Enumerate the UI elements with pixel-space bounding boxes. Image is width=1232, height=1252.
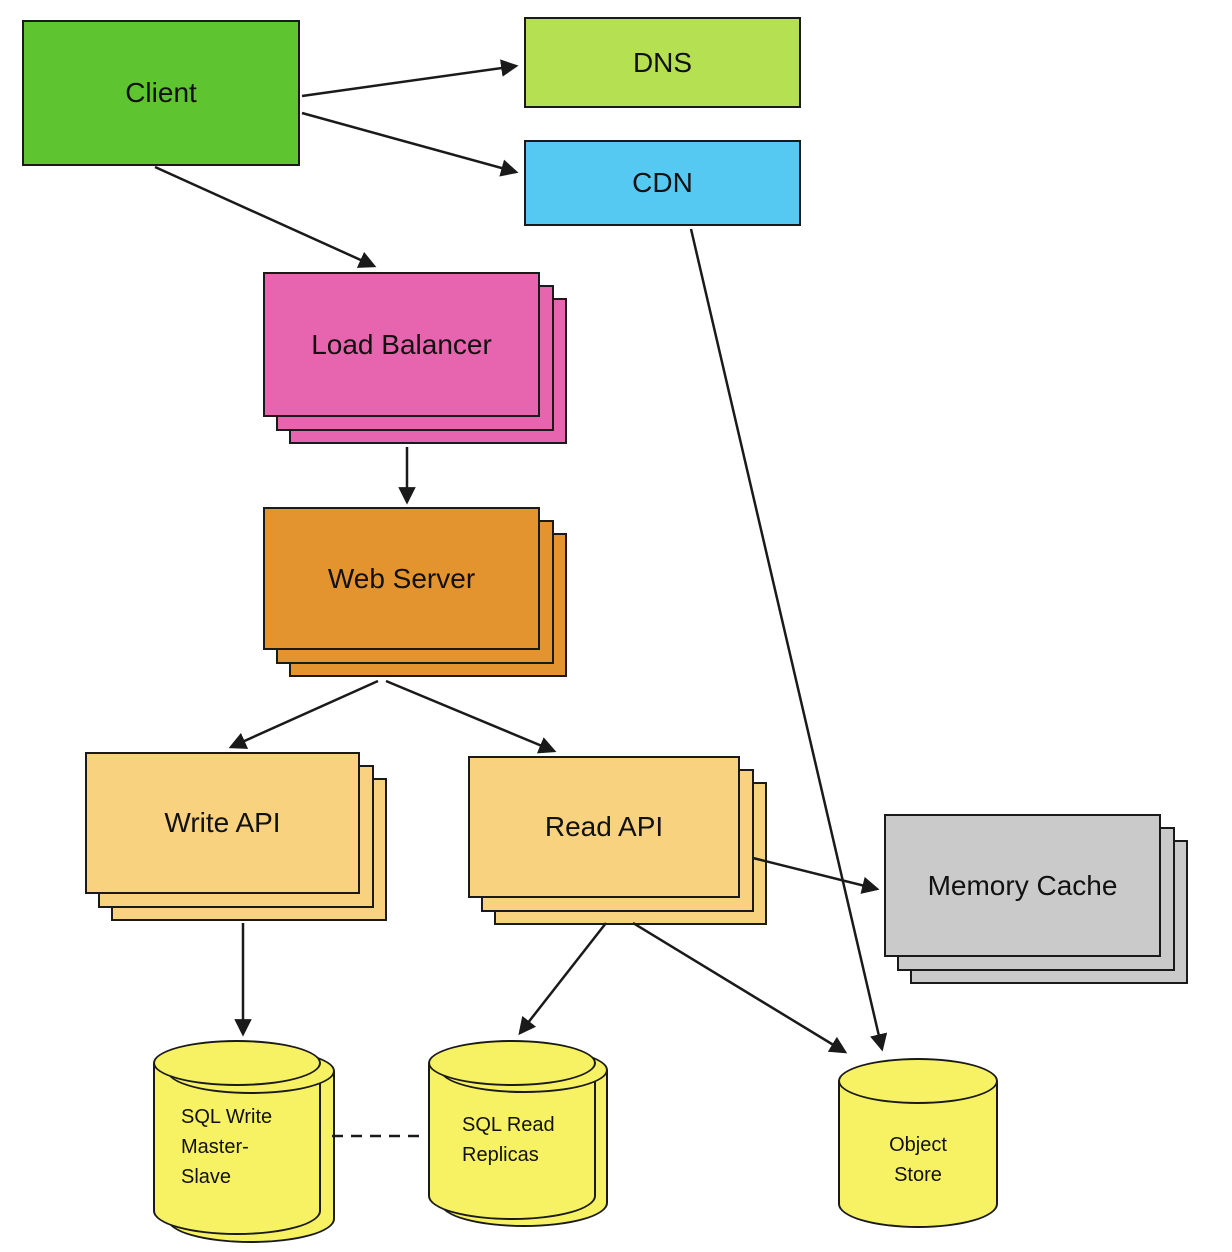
node-read-api-label: Read API (544, 811, 664, 842)
node-sql-read-replicas-label: SQL Read Replicas (462, 1110, 590, 1170)
edge-read-api-object-store (632, 921, 848, 1054)
label-line: Replicas (462, 1144, 539, 1166)
label-line: Object (889, 1134, 947, 1156)
node-object-store-label: Object Store (838, 1130, 998, 1190)
node-client: Client (22, 20, 300, 166)
label-line: Slave (181, 1166, 232, 1188)
label-line: SQL Read (462, 1114, 555, 1136)
node-cdn-label: CDN (632, 167, 693, 198)
node-write-api: Write API (85, 752, 387, 921)
node-dns: DNS (524, 17, 801, 108)
node-dns-label: DNS (632, 46, 693, 78)
cylinder-cap (428, 1040, 596, 1086)
edge-client-load-balancer (154, 165, 377, 268)
edge-read-api-memory-cache (752, 856, 880, 894)
label-line: Store (894, 1164, 942, 1186)
label-line: SQL Write (181, 1106, 273, 1128)
node-memory-cache: Memory Cache (884, 814, 1188, 984)
node-web-server-label: Web Server (327, 562, 476, 594)
edge-web-server-write-api (228, 679, 379, 749)
node-sql-write-master-slave: SQL Write Master- Slave (153, 1040, 321, 1235)
cylinder-body (838, 1081, 998, 1228)
edge-client-dns (301, 59, 519, 98)
node-read-api: Read API (468, 756, 767, 925)
label-line: Master- (181, 1136, 249, 1158)
cylinder-cap (153, 1040, 321, 1086)
node-sql-read-replicas: SQL Read Replicas (428, 1040, 596, 1220)
node-web-server: Web Server (263, 507, 567, 677)
node-object-store: Object Store (838, 1058, 998, 1228)
node-load-balancer-label: Load Balancer (311, 328, 492, 360)
edge-web-server-read-api (385, 679, 557, 754)
cylinder-cap (838, 1058, 998, 1104)
node-write-api-label: Write API (164, 807, 281, 838)
node-memory-cache-label: Memory Cache (927, 869, 1118, 901)
edge-read-api-sql-read (518, 922, 607, 1036)
node-client-label: Client (125, 77, 197, 108)
node-sql-write-master-slave-label: SQL Write Master- Slave (181, 1102, 315, 1192)
node-load-balancer: Load Balancer (263, 272, 567, 444)
edge-client-cdn (301, 111, 519, 177)
node-cdn: CDN (524, 140, 801, 226)
edge-cdn-object-store (689, 228, 888, 1052)
